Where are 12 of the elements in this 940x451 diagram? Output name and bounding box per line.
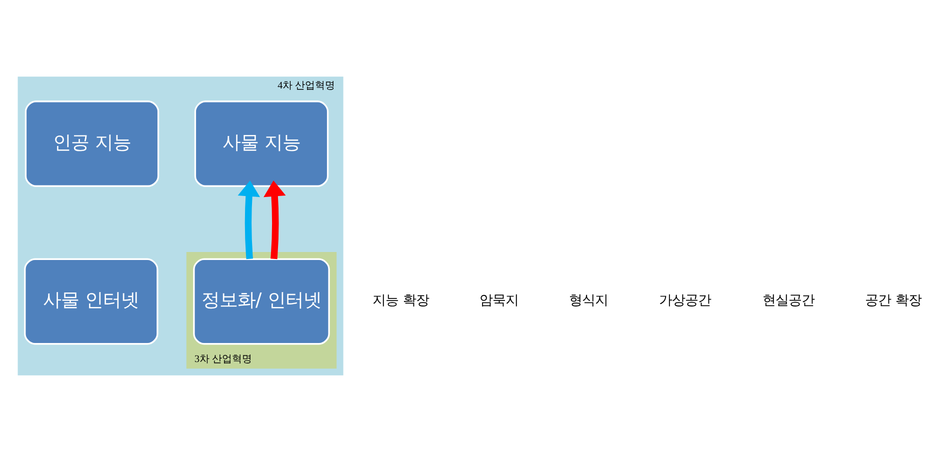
node-box: 인공 지능 bbox=[24, 100, 160, 186]
label: 형식지 bbox=[569, 293, 608, 308]
node-box: 정보화/ 인터넷 bbox=[193, 258, 330, 344]
label: 가상공간 bbox=[659, 293, 712, 308]
arrow bbox=[264, 180, 286, 259]
label: 지능 확장 bbox=[372, 293, 429, 308]
node-box: 사물 인터넷 bbox=[24, 258, 158, 344]
label: 현실공간 bbox=[762, 293, 814, 308]
node-box: 사물 지능 bbox=[194, 100, 329, 186]
arrow bbox=[238, 180, 260, 259]
label: 공간 확장 bbox=[865, 293, 922, 308]
label: 암묵지 bbox=[479, 293, 518, 308]
